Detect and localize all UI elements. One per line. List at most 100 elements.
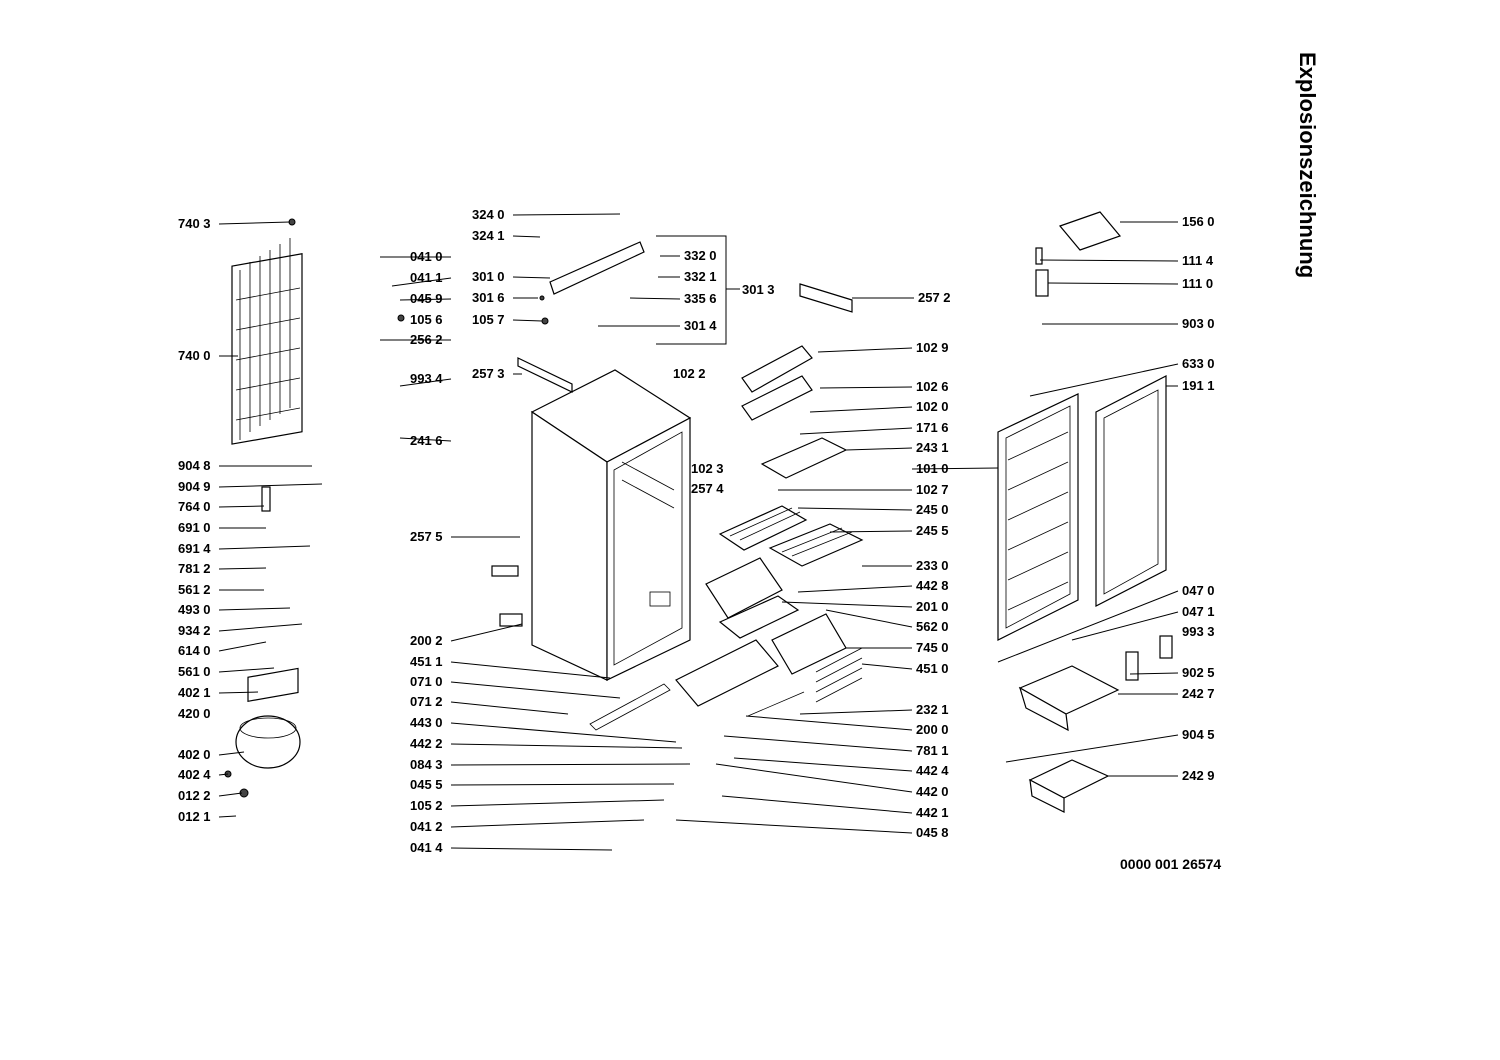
part-label: 102 0: [916, 399, 949, 414]
leader-line: [745, 715, 913, 731]
part-label: 332 0: [684, 248, 717, 263]
part-label: 301 0: [472, 269, 505, 284]
part-label: 561 2: [178, 582, 211, 597]
leader-line: [1005, 734, 1179, 763]
part-label: 740 3: [178, 216, 211, 231]
cabinet-body: [530, 369, 692, 681]
part-label: 420 0: [178, 706, 211, 721]
part-label: 451 1: [410, 654, 443, 669]
leader-line: [512, 213, 621, 216]
part-label: 071 0: [410, 674, 443, 689]
part-label: 105 7: [472, 312, 505, 327]
part-label: 041 0: [410, 249, 443, 264]
leader-line: [1029, 363, 1179, 397]
part-label: 242 7: [1182, 686, 1215, 701]
leader-line: [218, 773, 229, 776]
part-label: 902 5: [1182, 665, 1215, 680]
part-label: 332 1: [684, 269, 717, 284]
leader-line: [721, 795, 913, 814]
drawers: [1018, 665, 1120, 813]
leader-line: [450, 722, 677, 743]
leader-line: [218, 505, 265, 508]
top-frame: [517, 241, 853, 393]
part-label: 257 4: [691, 481, 724, 496]
leader-line: [450, 623, 523, 642]
part-label: 111 0: [1182, 276, 1213, 291]
part-label: 442 0: [916, 784, 949, 799]
leader-line: [218, 751, 245, 756]
evaporator-plates: [705, 557, 863, 703]
leader-line: [512, 276, 551, 279]
leader-line: [845, 447, 913, 451]
part-label: 041 4: [410, 840, 443, 855]
leader-line: [1071, 611, 1179, 641]
part-label: 111 4: [1182, 253, 1214, 268]
leader-line: [799, 427, 913, 435]
part-label: 256 2: [410, 332, 443, 347]
part-label: 041 1: [410, 270, 443, 285]
leader-line: [399, 298, 452, 301]
part-label: 993 3: [1182, 624, 1215, 639]
part-label: 071 2: [410, 694, 443, 709]
part-label: 102 2: [673, 366, 706, 381]
part-label: 101 0: [916, 461, 949, 476]
part-label: 041 2: [410, 819, 443, 834]
condenser-coil: [231, 238, 303, 445]
part-label: 443 0: [410, 715, 443, 730]
part-label: 904 8: [178, 458, 211, 473]
door: [997, 393, 1079, 641]
part-label: 245 0: [916, 502, 949, 517]
leader-line: [450, 701, 569, 715]
part-label: 614 0: [178, 643, 211, 658]
part-label: 245 5: [916, 523, 949, 538]
diagram-title: Explosionszeichnung: [1295, 52, 1320, 279]
leader-line: [450, 743, 683, 749]
leader-line: [450, 819, 645, 828]
part-label: 562 0: [916, 619, 949, 634]
leader-line: [218, 667, 275, 673]
part-label: 324 0: [472, 207, 505, 222]
part-label: 200 0: [916, 722, 949, 737]
document-number: 0000 001 26574: [1120, 856, 1222, 872]
leader-line: [1129, 672, 1179, 675]
leader-line: [450, 681, 621, 699]
leader-line: [819, 386, 913, 389]
part-label: 781 2: [178, 561, 211, 576]
leader-line: [399, 378, 452, 387]
small-parts: [224, 218, 1173, 798]
leader-line: [733, 757, 913, 772]
part-label: 257 3: [472, 366, 505, 381]
part-label: 191 1: [1182, 378, 1215, 393]
part-label: 047 1: [1182, 604, 1215, 619]
leader-line: [218, 483, 323, 488]
leader-line: [512, 235, 541, 238]
part-label: 102 3: [691, 461, 724, 476]
leader-line: [1039, 259, 1179, 262]
part-label: 045 5: [410, 777, 443, 792]
part-label: 301 3: [742, 282, 775, 297]
leader-line: [450, 847, 613, 851]
group-bracket: [656, 235, 740, 345]
leader-line: [391, 277, 452, 287]
ice-tray: [1058, 211, 1122, 251]
leader-line: [1047, 282, 1179, 285]
part-label: 171 6: [916, 420, 949, 435]
leader-line: [399, 437, 452, 442]
part-label: 691 0: [178, 520, 211, 535]
part-label: 047 0: [1182, 583, 1215, 598]
part-label: 903 0: [1182, 316, 1215, 331]
leader-line: [218, 623, 303, 632]
part-label: 442 4: [916, 763, 949, 778]
leader-line: [797, 507, 913, 511]
part-label: 781 1: [916, 743, 949, 758]
part-label: 402 1: [178, 685, 211, 700]
leader-line: [450, 783, 675, 786]
leader-line: [450, 661, 611, 679]
part-label: 324 1: [472, 228, 505, 243]
part-label: 233 0: [916, 558, 949, 573]
part-label: 084 3: [410, 757, 443, 772]
part-label: 105 2: [410, 798, 443, 813]
leader-line: [817, 347, 913, 353]
leader-line: [218, 792, 243, 797]
